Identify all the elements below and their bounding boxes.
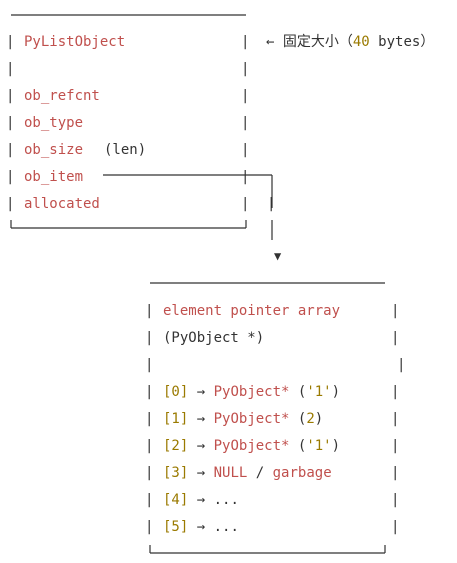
right-arrow-icon: → [196,492,206,508]
array-box-pipe: | [145,384,154,400]
array-title: element pointer array [163,303,341,319]
field-ob-size: ob_size [24,142,84,158]
field-allocated: allocated [24,196,100,212]
array-box-pipe: | [391,303,400,319]
left-arrow-icon: ← [266,34,275,50]
row-arg-close: ) [331,384,341,400]
struct-box-pipe: | [241,61,250,77]
struct-box-pipe: | [241,88,250,104]
row-index: [1] [163,411,189,427]
row-target: NULL [213,465,248,481]
ob-size-note: (len) [104,142,147,158]
array-row: [2] → PyObject* ('1') [163,439,340,453]
struct-box-pipe: | [6,115,15,131]
right-arrow-icon: → [196,519,206,535]
struct-box-pipe: | [241,196,250,212]
row-arg: '1' [306,438,332,454]
annotation-value: 40 [352,34,370,50]
array-subtitle: (PyObject *) [163,330,265,346]
row-arg-close: ) [331,438,341,454]
struct-box-pipe: | [6,142,15,158]
struct-box-pipe: | [241,115,250,131]
row-target: PyObject* [213,438,290,454]
right-arrow-icon: → [196,384,206,400]
field-ob-type: ob_type [24,115,84,131]
array-box-pipe: | [391,465,400,481]
right-arrow-icon: → [196,465,206,481]
row-index: [3] [163,465,189,481]
array-row: [5] → ... [163,520,239,534]
struct-box-pipe: | [241,34,250,50]
annotation-close: ） [420,34,435,50]
struct-box-pipe: | [6,88,15,104]
row-target: PyObject* [213,384,290,400]
struct-box-pipe: | [6,196,15,212]
down-arrow-icon: ▼ [274,249,282,263]
array-box-pipe: | [145,438,154,454]
array-row: [1] → PyObject* (2) [163,412,323,426]
row-index: [0] [163,384,189,400]
struct-box-pipe: | [241,169,250,185]
row-index: [5] [163,519,189,535]
array-box-pipe: | [391,519,400,535]
array-box-pipe: | [391,384,400,400]
array-box-pipe: | [145,303,154,319]
array-box-pipe: | [391,330,400,346]
array-box-pipe: | [145,357,154,373]
array-box-pipe: | [391,438,400,454]
row-separator: / [247,465,273,481]
row-arg: 2 [306,411,315,427]
array-box-pipe: | [391,411,400,427]
array-row: [4] → ... [163,493,239,507]
array-box-pipe: | [145,465,154,481]
array-box-pipe: | [145,492,154,508]
row-arg-open: ( [289,384,307,400]
array-box-pipe: | [145,411,154,427]
array-box-pipe: | [397,357,406,373]
field-ob-item: ob_item [24,169,84,185]
row-target: ... [213,492,239,508]
row-index: [4] [163,492,189,508]
connector-pipe: | [267,196,276,212]
right-arrow-icon: → [196,438,206,454]
row-index: [2] [163,438,189,454]
row-arg-close: ) [314,411,324,427]
array-row: [0] → PyObject* ('1') [163,385,340,399]
struct-box-pipe: | [6,34,15,50]
struct-box-pipe: | [6,169,15,185]
row-extra: garbage [272,465,332,481]
right-arrow-icon: → [196,411,206,427]
struct-box-pipe: | [241,142,250,158]
array-box-pipe: | [145,330,154,346]
annotation-text: 固定大小（ [282,34,353,50]
struct-box-pipe: | [6,61,15,77]
row-arg-open: ( [289,438,307,454]
row-target: PyObject* [213,411,290,427]
array-box-pipe: | [391,492,400,508]
size-annotation: ← 固定大小（40 bytes） [266,35,434,49]
struct-title: PyListObject [24,34,126,50]
row-target: ... [213,519,239,535]
annotation-unit: bytes [369,34,421,50]
field-ob-refcnt: ob_refcnt [24,88,100,104]
row-arg-open: ( [289,411,307,427]
array-box-pipe: | [145,519,154,535]
array-row: [3] → NULL / garbage [163,466,332,480]
row-arg: '1' [306,384,332,400]
